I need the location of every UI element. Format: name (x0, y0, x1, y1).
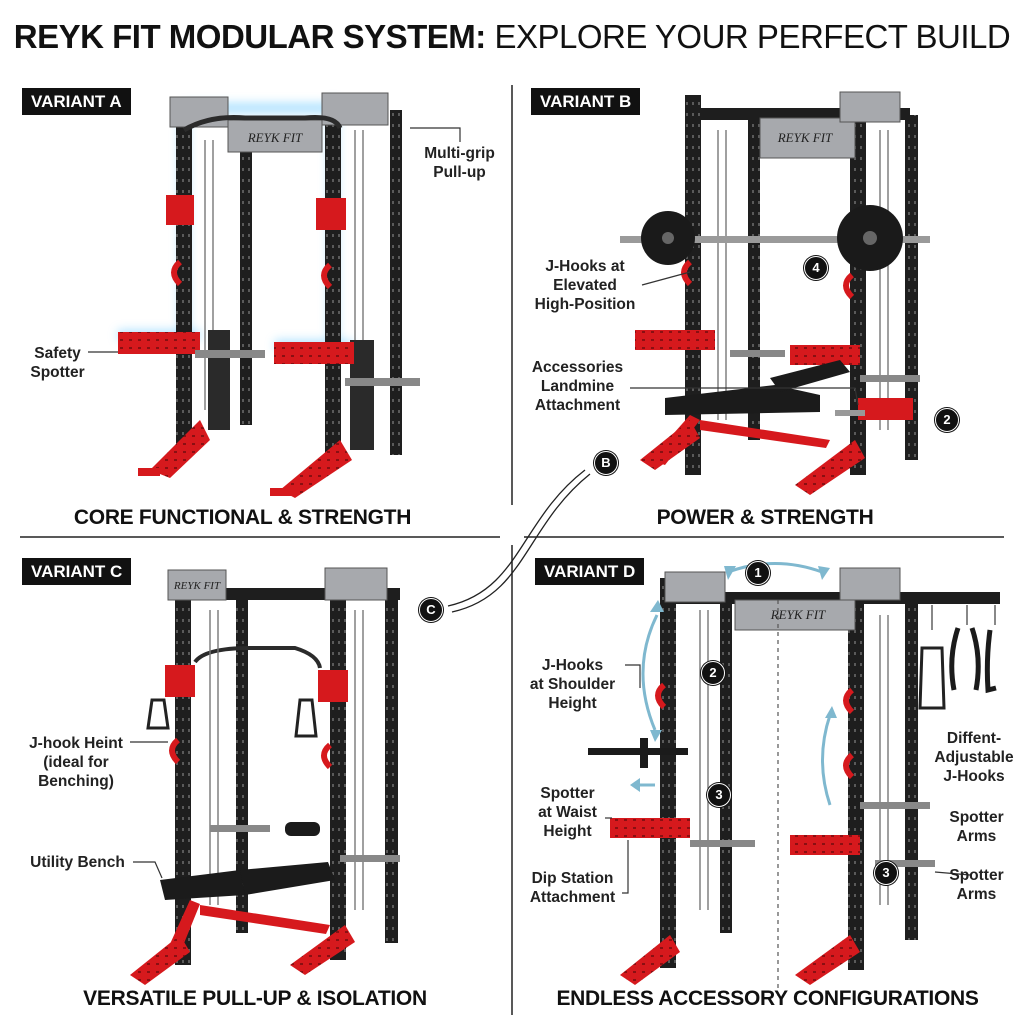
callout-landmine: Accessories Landmine Attachment (531, 359, 624, 414)
panel-dividers (20, 85, 1004, 1015)
page-title: REYK FIT MODULAR SYSTEM: EXPLORE YOUR PE… (0, 18, 1024, 56)
connector-curve (447, 469, 586, 607)
callout-utility-bench: Utility Bench (30, 854, 125, 871)
connector-badge-b: B (594, 451, 618, 475)
badge-b-4: 4 (804, 256, 828, 280)
callout-leaders (88, 127, 971, 894)
connector-badge-c: C (419, 598, 443, 622)
brand-plate-d: REYK FIT (770, 607, 826, 622)
rack-variant-d: REYK FIT (588, 562, 1000, 1000)
callout-dip-station: Dip Station Attachment (529, 870, 616, 906)
callout-spotter-waist: Spotter at Waist Height (538, 785, 597, 840)
variant-c-tag: VARIANT C (22, 558, 132, 585)
callout-jhook-height: J-hook Heint (ideal for Benching) (29, 735, 123, 790)
variant-b-tag: VARIANT B (531, 88, 641, 115)
brand-plate-a: REYK FIT (247, 130, 303, 145)
rack-variant-c: REYK FIT (130, 567, 400, 985)
badge-d-1: 1 (746, 561, 770, 585)
rack-variant-b: REYK FIT (620, 91, 930, 495)
caption-variant-b: POWER & STRENGTH (656, 506, 874, 529)
callout-jhooks-shoulder: J-Hooks at Shoulder Height (529, 657, 616, 712)
title-bold: REYK FIT MODULAR SYSTEM: (13, 18, 487, 55)
rack-variant-a: REYK FIT (118, 92, 420, 498)
badge-d-3a: 3 (707, 783, 731, 807)
caption-variant-c: VERSATILE PULL-UP & ISOLATION (83, 987, 427, 1010)
caption-variant-a: CORE FUNCTIONAL & STRENGTH (73, 506, 412, 529)
variant-a-tag: VARIANT A (22, 88, 131, 115)
callout-safety-spotter: Safety Spotter (30, 345, 85, 381)
callout-spotter-arms-1: Spotter Arms (949, 809, 1004, 845)
title-light: EXPLORE YOUR PERFECT BUILD (494, 18, 1011, 55)
callout-adjustable-jhooks: Diffent- Adjustable J-Hooks (934, 730, 1014, 785)
brand-plate-c: REYK FIT (173, 580, 221, 592)
variant-d-tag: VARIANT D (535, 558, 645, 585)
callout-spotter-arms-2: Spotter Arms (949, 867, 1004, 903)
brand-plate-b: REYK FIT (777, 130, 833, 145)
badge-d-3b: 3 (874, 861, 898, 885)
callout-jhooks-elevated: J-Hooks at Elevated High-Position (534, 258, 636, 313)
badge-d-2: 2 (701, 661, 725, 685)
badge-b-2: 2 (935, 408, 959, 432)
caption-variant-d: ENDLESS ACCESSORY CONFIGURATIONS (556, 987, 979, 1010)
callout-multi-grip-pullup: Multi-grip Pull-up (424, 145, 495, 181)
